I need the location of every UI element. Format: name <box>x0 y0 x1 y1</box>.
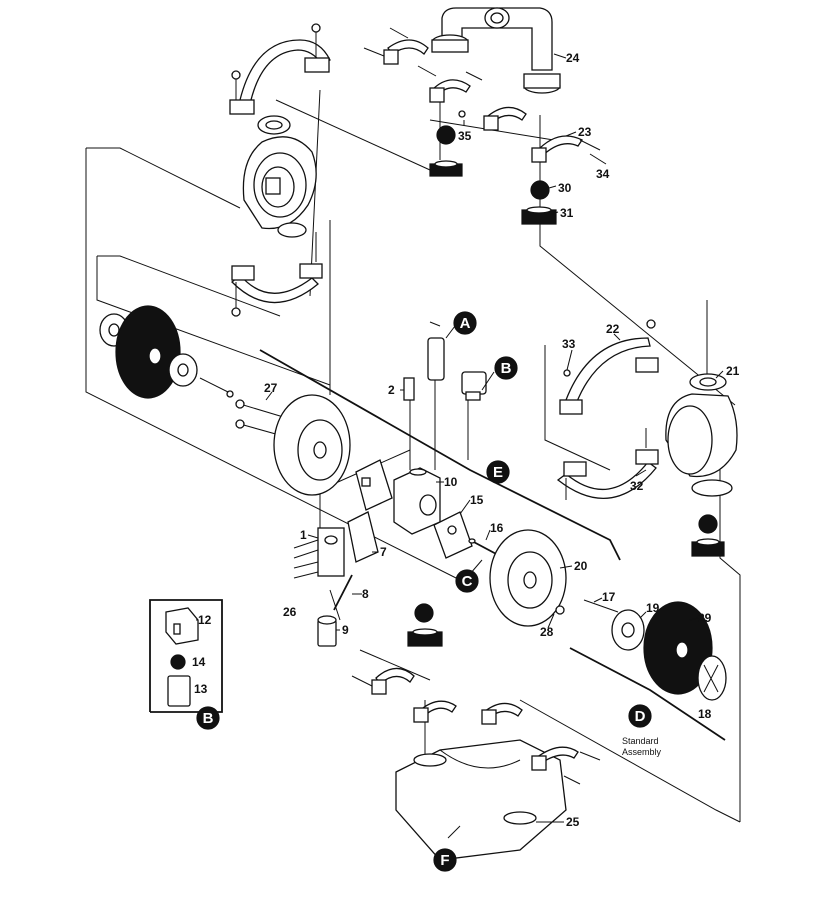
label-19: 19 <box>646 601 660 615</box>
label-14: 14 <box>192 655 206 669</box>
label-26: 26 <box>283 605 297 619</box>
label-27: 27 <box>264 381 278 395</box>
svg-text:A: A <box>460 315 471 332</box>
label-29: 29 <box>698 611 712 625</box>
callout-e: E <box>486 460 510 484</box>
label-23: 23 <box>578 125 592 139</box>
svg-text:Assembly: Assembly <box>622 747 662 757</box>
label-30: 30 <box>558 181 572 195</box>
label-25: 25 <box>566 815 580 829</box>
right-diaphragm-group <box>489 529 727 701</box>
label-21: 21 <box>726 364 740 378</box>
discharge-manifold <box>363 7 607 225</box>
label-35: 35 <box>458 129 472 143</box>
label-28: 28 <box>540 625 554 639</box>
svg-text:F: F <box>440 852 449 869</box>
label-33: 33 <box>562 337 576 351</box>
label-22: 22 <box>606 322 620 336</box>
label-10: 10 <box>444 475 458 489</box>
callout-c: C <box>455 569 479 593</box>
svg-text:D: D <box>635 708 646 725</box>
svg-text:Standard: Standard <box>622 736 659 746</box>
assembly-guide-lines <box>85 89 741 823</box>
svg-text:B: B <box>203 710 214 727</box>
inset-box-b <box>149 599 223 713</box>
callout-f: F <box>433 848 457 872</box>
label-16: 16 <box>490 521 504 535</box>
label-32: 32 <box>630 479 644 493</box>
left-clamp-assembly <box>229 23 331 317</box>
label-12: 12 <box>198 613 212 627</box>
label-15: 15 <box>470 493 484 507</box>
callout-b-inset: B <box>196 706 220 730</box>
label-9: 9 <box>342 623 349 637</box>
label-2: 2 <box>388 383 395 397</box>
label-13: 13 <box>194 682 208 696</box>
standard-assembly-caption: Standard Assembly <box>622 736 662 757</box>
right-clamp-assembly <box>556 319 738 557</box>
svg-text:B: B <box>501 360 512 377</box>
air-valve-section <box>235 321 501 647</box>
label-18: 18 <box>698 707 712 721</box>
label-7: 7 <box>380 545 387 559</box>
inlet-manifold <box>351 667 601 861</box>
label-31: 31 <box>560 206 574 220</box>
label-1: 1 <box>300 528 307 542</box>
callout-d: D <box>628 704 652 728</box>
lower-check-valves <box>407 603 443 647</box>
label-24: 24 <box>566 51 580 65</box>
callout-a: A <box>453 311 477 335</box>
leader-lines <box>196 53 724 839</box>
svg-text:C: C <box>462 573 473 590</box>
label-34: 34 <box>596 167 610 181</box>
callout-b-top: B <box>494 356 518 380</box>
label-20: 20 <box>574 559 588 573</box>
label-17: 17 <box>602 590 616 604</box>
svg-text:E: E <box>493 464 503 481</box>
left-diaphragm-group <box>99 305 234 399</box>
label-8: 8 <box>362 587 369 601</box>
part-number-labels: 24 23 34 35 30 31 21 22 33 32 27 2 10 15… <box>192 51 740 829</box>
